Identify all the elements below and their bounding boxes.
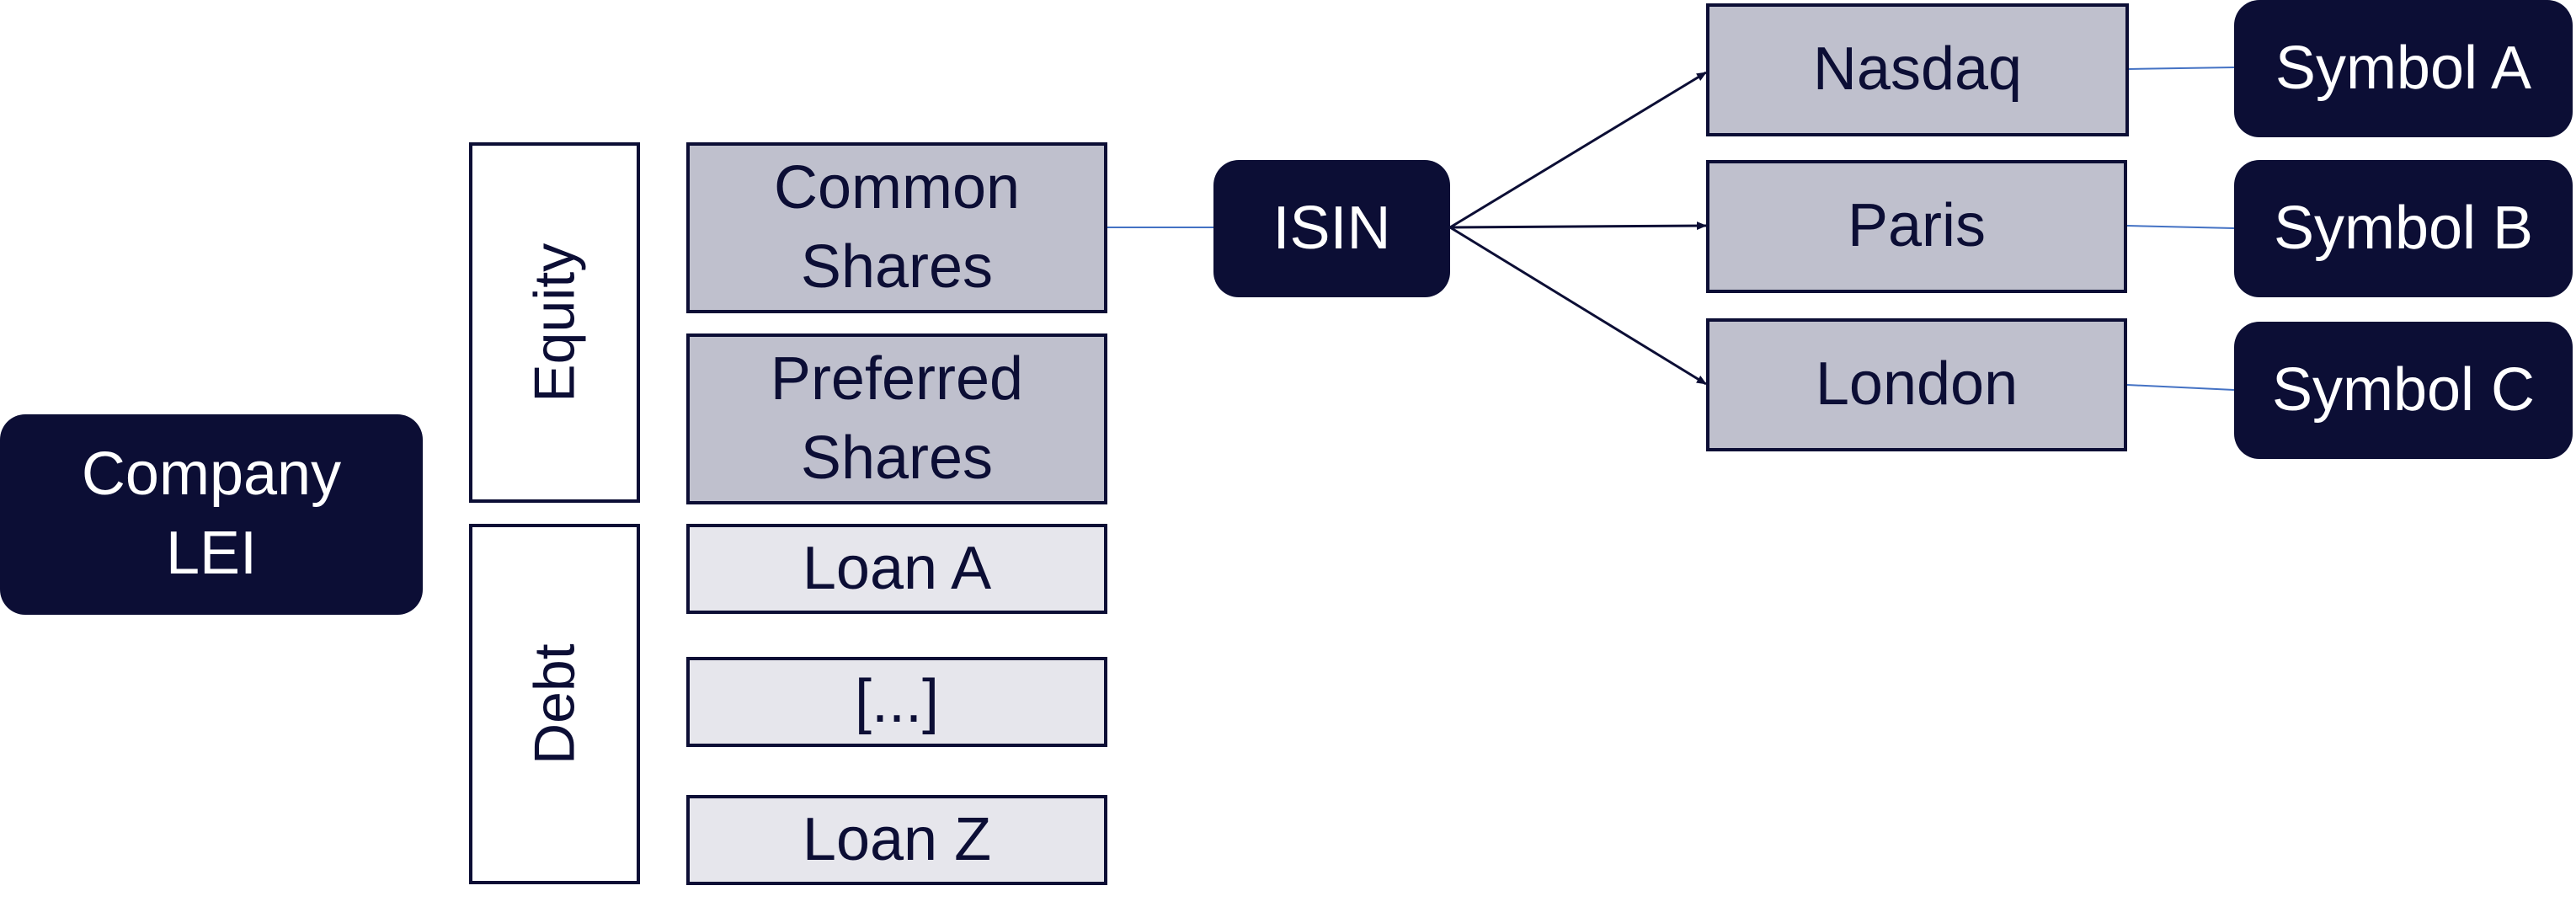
category-debt: Debt — [469, 524, 640, 884]
symbol-c-label: Symbol C — [2271, 355, 2536, 424]
instrument-loan-z-label: Loan Z — [802, 805, 992, 873]
symbol-c-node: Symbol C — [2234, 322, 2573, 459]
symbol-b-label: Symbol B — [2273, 194, 2534, 262]
category-debt-label: Debt — [522, 643, 587, 765]
isin-label: ISIN — [1272, 194, 1391, 262]
connector-london-to-symbol-c — [2126, 384, 2235, 391]
instrument-loan-a: Loan A — [686, 524, 1107, 614]
arrow-isin-to-nasdaq — [1449, 71, 1707, 229]
instrument-common-shares-label: Common Shares — [773, 153, 1021, 301]
instrument-ellipsis-label: [...] — [854, 667, 940, 735]
instrument-loan-z: Loan Z — [686, 795, 1107, 885]
arrow-isin-to-london — [1449, 226, 1707, 386]
exchange-nasdaq: Nasdaq — [1706, 3, 2129, 136]
instrument-loan-a-label: Loan A — [802, 534, 992, 602]
isin-node: ISIN — [1213, 160, 1450, 297]
instrument-ellipsis: [...] — [686, 657, 1107, 747]
category-equity-label: Equity — [522, 243, 587, 403]
exchange-nasdaq-label: Nasdaq — [1812, 35, 2023, 104]
instrument-preferred-shares: Preferred Shares — [686, 333, 1107, 504]
company-lei-label: Company LEI — [81, 440, 342, 587]
connector-paris-to-symbol-b — [2126, 225, 2235, 229]
exchange-paris-label: Paris — [1847, 192, 1987, 260]
symbol-a-node: Symbol A — [2234, 0, 2573, 137]
instrument-common-shares: Common Shares — [686, 142, 1107, 313]
arrow-isin-to-paris — [1449, 221, 1707, 231]
category-equity: Equity — [469, 142, 640, 503]
instrument-preferred-shares-label: Preferred Shares — [770, 344, 1024, 492]
symbol-a-label: Symbol A — [2275, 34, 2532, 102]
exchange-london-label: London — [1815, 350, 2019, 419]
company-lei-node: Company LEI — [0, 414, 423, 615]
connector-nasdaq-to-symbol-a — [2128, 67, 2235, 70]
exchange-paris: Paris — [1706, 160, 2127, 293]
symbol-b-node: Symbol B — [2234, 160, 2573, 297]
exchange-london: London — [1706, 318, 2127, 451]
